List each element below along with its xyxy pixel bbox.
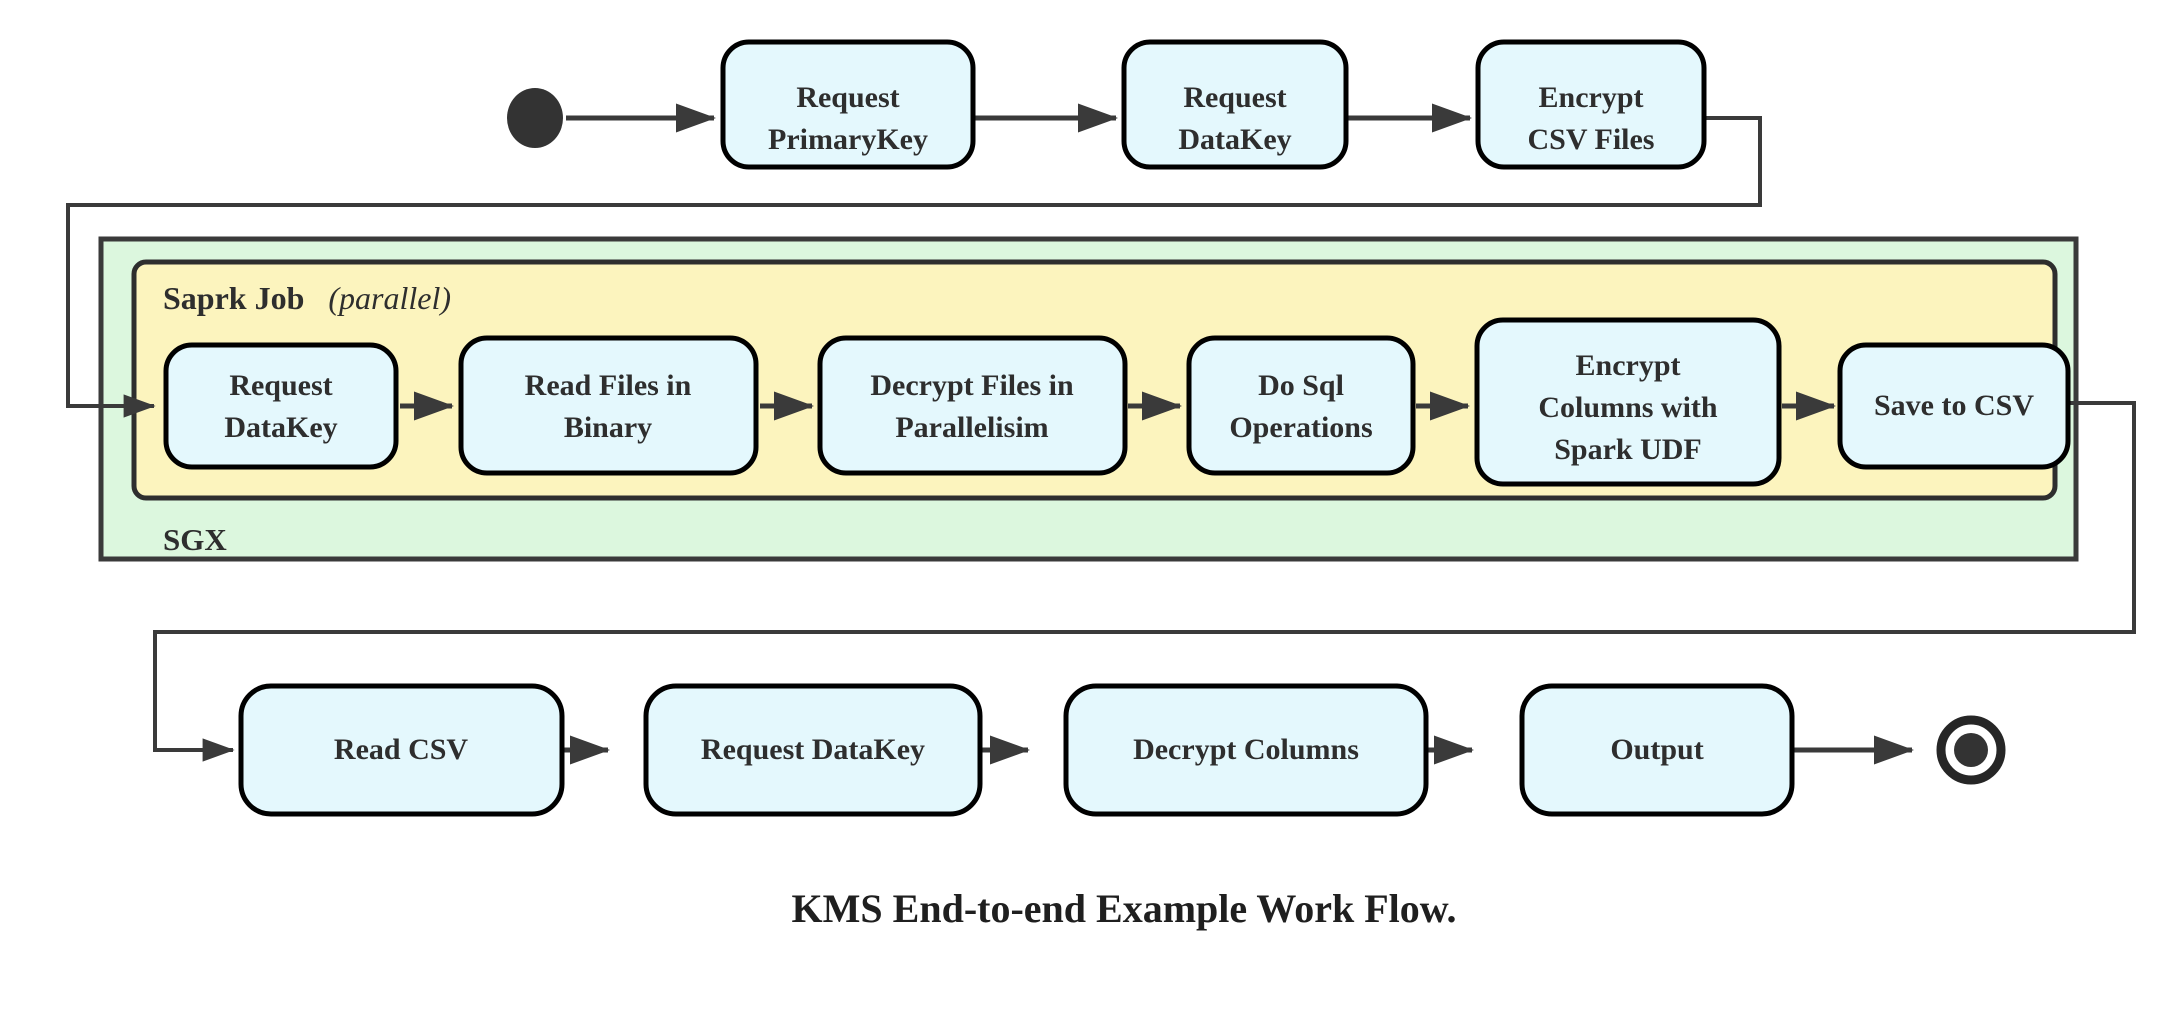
node-read-csv-line-0: Read CSV bbox=[334, 733, 469, 766]
connector-save-csv-to-read-csv bbox=[153, 401, 2136, 762]
node-do-sql-operations[interactable]: Do Sql Operations bbox=[1186, 335, 1416, 476]
node-request-primarykey-box[interactable] bbox=[720, 39, 976, 170]
node-request-datakey-spark-line-0: Request bbox=[229, 369, 332, 402]
node-encrypt-csv-files-line-1: CSV Files bbox=[1528, 123, 1655, 156]
node-encrypt-csv-files[interactable]: Encrypt CSV Files bbox=[1475, 39, 1707, 170]
node-encrypt-csv-files-box[interactable] bbox=[1475, 39, 1707, 170]
node-output-line-0: Output bbox=[1610, 733, 1703, 766]
node-decrypt-files-in-parallelisim-line-1: Parallelisim bbox=[895, 411, 1048, 444]
start-state-icon bbox=[507, 88, 563, 148]
node-request-datakey-spark-line-1: DataKey bbox=[224, 411, 337, 444]
node-encrypt-columns-with-spark-udf[interactable]: Encrypt Columns with Spark UDF bbox=[1474, 317, 1782, 487]
node-do-sql-operations-line-0: Do Sql bbox=[1258, 369, 1344, 402]
node-encrypt-csv-files-line-0: Encrypt bbox=[1539, 81, 1644, 114]
node-request-datakey-top-box[interactable] bbox=[1121, 39, 1349, 170]
node-request-datakey-top-line-1: DataKey bbox=[1178, 123, 1291, 156]
node-request-datakey-bottom-box[interactable] bbox=[643, 683, 983, 817]
node-request-datakey-spark-box[interactable] bbox=[163, 342, 399, 470]
spark-job-title: Saprk Job (parallel) bbox=[163, 280, 451, 316]
node-encrypt-columns-with-spark-udf-box[interactable] bbox=[1474, 317, 1782, 487]
node-decrypt-files-in-parallelisim-box[interactable] bbox=[817, 335, 1128, 476]
node-read-csv-box[interactable] bbox=[238, 683, 565, 817]
node-save-to-csv-line-0: Save to CSV bbox=[1874, 389, 2034, 422]
node-encrypt-columns-with-spark-udf-line-2: Spark UDF bbox=[1554, 433, 1702, 466]
node-decrypt-columns-box[interactable] bbox=[1063, 683, 1429, 817]
node-encrypt-columns-with-spark-udf-line-1: Columns with bbox=[1538, 391, 1718, 424]
node-output[interactable]: Output bbox=[1519, 683, 1795, 817]
node-request-datakey-bottom-line-0: Request DataKey bbox=[701, 733, 925, 766]
node-request-datakey-spark[interactable]: Request DataKey bbox=[163, 342, 399, 470]
node-read-csv[interactable]: Read CSV bbox=[238, 683, 565, 817]
node-read-files-in-binary[interactable]: Read Files in Binary bbox=[458, 335, 759, 476]
node-do-sql-operations-box[interactable] bbox=[1186, 335, 1416, 476]
node-request-datakey-top[interactable]: Request DataKey bbox=[1121, 39, 1349, 170]
node-decrypt-columns-line-0: Decrypt Columns bbox=[1133, 733, 1359, 766]
node-save-to-csv-box[interactable] bbox=[1837, 342, 2071, 470]
node-request-primarykey-line-1: PrimaryKey bbox=[768, 123, 928, 156]
node-read-files-in-binary-line-1: Binary bbox=[564, 411, 652, 444]
spark-job-title-text: Saprk Job bbox=[163, 280, 304, 316]
node-request-datakey-bottom[interactable]: Request DataKey bbox=[643, 683, 983, 817]
node-save-to-csv[interactable]: Save to CSV bbox=[1837, 342, 2071, 470]
sgx-label: SGX bbox=[163, 522, 227, 557]
diagram-caption: KMS End-to-end Example Work Flow. bbox=[792, 886, 1457, 931]
node-decrypt-files-in-parallelisim[interactable]: Decrypt Files in Parallelisim bbox=[817, 335, 1128, 476]
final-state-ring-icon bbox=[1936, 715, 2006, 785]
node-decrypt-files-in-parallelisim-line-0: Decrypt Files in bbox=[870, 369, 1074, 402]
spark-job-title-note: (parallel) bbox=[328, 280, 451, 316]
node-request-datakey-top-line-0: Request bbox=[1183, 81, 1286, 114]
node-encrypt-columns-with-spark-udf-line-0: Encrypt bbox=[1576, 349, 1681, 382]
node-output-box[interactable] bbox=[1519, 683, 1795, 817]
node-read-files-in-binary-box[interactable] bbox=[458, 335, 759, 476]
node-request-primarykey[interactable]: Request PrimaryKey bbox=[720, 39, 976, 170]
node-do-sql-operations-line-1: Operations bbox=[1229, 411, 1372, 444]
node-request-primarykey-line-0: Request bbox=[796, 81, 899, 114]
final-state-dot-icon bbox=[1954, 733, 1988, 767]
node-read-files-in-binary-line-0: Read Files in bbox=[525, 369, 692, 402]
connector-encrypt-csv-to-spark-datakey bbox=[66, 116, 1762, 418]
node-decrypt-columns[interactable]: Decrypt Columns bbox=[1063, 683, 1429, 817]
